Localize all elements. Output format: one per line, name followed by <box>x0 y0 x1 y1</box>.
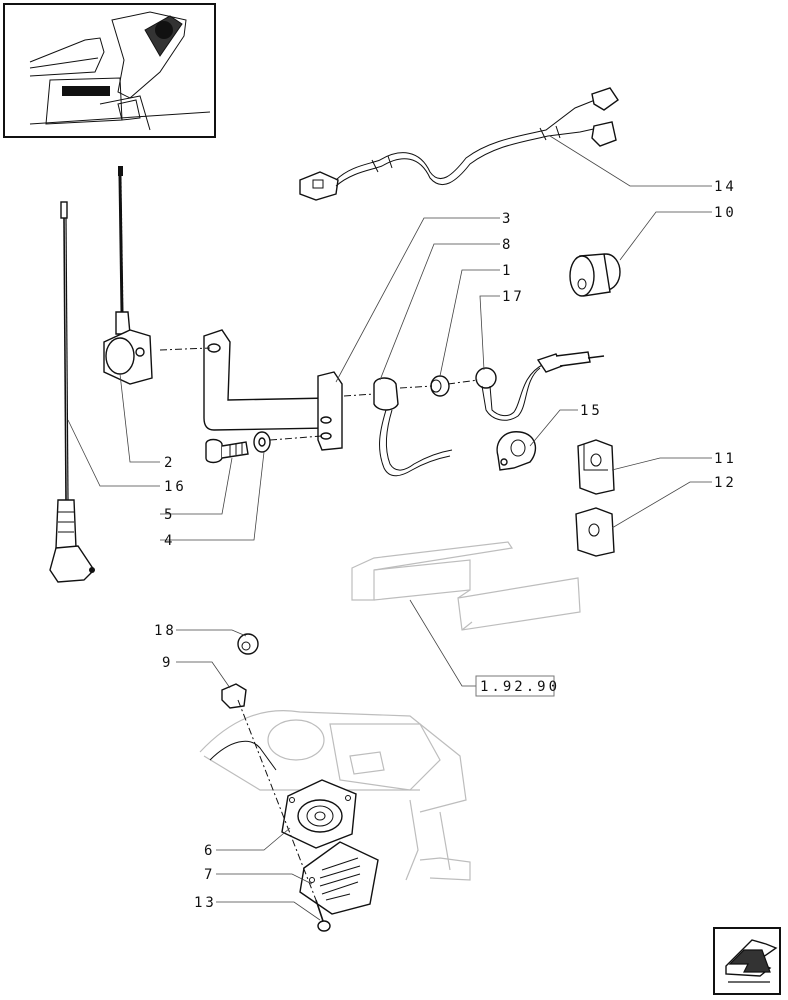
callout-12: 12 <box>714 475 737 491</box>
callout-8: 8 <box>502 237 513 253</box>
wiring-harness <box>299 87 619 201</box>
nut-1 <box>430 375 450 397</box>
screw-5 <box>205 438 249 464</box>
cross-reference-label: 1.92.90 <box>480 679 560 695</box>
washer-4 <box>253 431 271 453</box>
callout-4: 4 <box>164 533 175 549</box>
clip-9 <box>221 683 247 709</box>
coax-cable-8 <box>373 377 453 477</box>
antenna-bracket <box>203 329 343 451</box>
callout-18: 18 <box>154 623 177 639</box>
referenced-panel-ghost <box>351 541 581 631</box>
short-antenna-2 <box>103 166 153 385</box>
callout-2: 2 <box>164 455 175 471</box>
callout-11: 11 <box>714 451 737 467</box>
callout-labels: 14 10 3 8 1 17 15 11 12 2 16 5 4 18 9 6 … <box>154 179 737 911</box>
grommet-10 <box>569 253 621 297</box>
screw-13 <box>315 899 331 932</box>
spacer-11 <box>577 439 615 495</box>
callout-9: 9 <box>162 655 173 671</box>
leader-lines <box>67 135 712 921</box>
callout-5: 5 <box>164 507 175 523</box>
dashboard-ghost <box>199 710 471 881</box>
speaker-grille-7 <box>299 841 379 915</box>
callout-7: 7 <box>204 867 215 883</box>
callout-1: 1 <box>502 263 513 279</box>
assembly-axis-lines <box>159 347 479 901</box>
cable-clip-15 <box>496 431 537 471</box>
previous-page-arrow-icon[interactable] <box>713 927 781 995</box>
speaker-6 <box>281 779 357 849</box>
callout-10: 10 <box>714 205 737 221</box>
callout-13: 13 <box>194 895 217 911</box>
spacer-12 <box>575 507 615 557</box>
callout-6: 6 <box>204 843 215 859</box>
location-thumbnail <box>3 3 216 138</box>
callout-14: 14 <box>714 179 737 195</box>
cross-reference-box[interactable]: 1.92.90 <box>475 675 560 697</box>
nut-18 <box>237 633 259 655</box>
callout-17: 17 <box>502 289 525 305</box>
callout-15: 15 <box>580 403 603 419</box>
callout-16: 16 <box>164 479 187 495</box>
callout-3: 3 <box>502 211 513 227</box>
long-antenna-16 <box>49 201 95 583</box>
antenna-cable-17 <box>475 351 605 421</box>
